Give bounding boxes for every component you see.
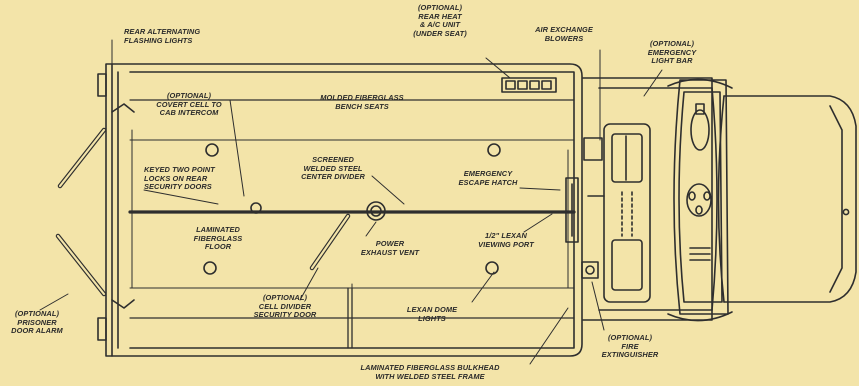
label-lexan-viewing-port: 1/2" LEXAN VIEWING PORT: [478, 231, 534, 249]
center-divider: [128, 201, 576, 221]
rear-heat-ac-unit: [501, 77, 557, 93]
label-air-exchange-blowers: AIR EXCHANGE BLOWERS: [535, 25, 593, 43]
fire-extinguisher: [581, 261, 599, 279]
escape-hatch: [565, 177, 579, 243]
label-lexan-dome-lights: LEXAN DOME LIGHTS: [406, 305, 458, 323]
label-fire-extinguisher: (OPTIONAL) FIRE EXTINGUISHER: [601, 333, 659, 360]
label-rear-heat-ac: (OPTIONAL) REAR HEAT & A/C UNIT (UNDER S…: [413, 3, 467, 38]
label-center-divider: SCREENED WELDED STEEL CENTER DIVIDER: [301, 155, 365, 182]
label-emergency-light-bar: (OPTIONAL) EMERGENCY LIGHT BAR: [647, 39, 697, 66]
label-power-exhaust-vent: POWER EXHAUST VENT: [360, 239, 420, 257]
label-keyed-locks: KEYED TWO POINT LOCKS ON REAR SECURITY D…: [144, 165, 215, 192]
label-covert-cell-intercom: (OPTIONAL) COVERT CELL TO CAB INTERCOM: [156, 91, 222, 118]
label-cell-divider-door: (OPTIONAL) CELL DIVIDER SECURITY DOOR: [253, 293, 317, 320]
air-exchange-blower: [583, 137, 603, 161]
driver-console: [673, 79, 729, 315]
label-rear-alternating-lights: REAR ALTERNATING FLASHING LIGHTS: [124, 27, 201, 45]
label-laminated-floor: LAMINATED FIBERGLASS FLOOR: [193, 225, 243, 252]
label-emergency-hatch: EMERGENCY ESCAPE HATCH: [458, 169, 518, 187]
leader-lines: [39, 39, 663, 365]
rear-security-doors: [55, 73, 135, 341]
label-bulkhead: LAMINATED FIBERGLASS BULKHEAD WITH WELDE…: [360, 363, 500, 381]
label-molded-bench-seats: MOLDED FIBERGLASS BENCH SEATS: [320, 93, 404, 111]
emergency-light-bar: [587, 123, 651, 303]
label-prisoner-door-alarm: (OPTIONAL) PRISONER DOOR ALARM: [11, 309, 63, 336]
